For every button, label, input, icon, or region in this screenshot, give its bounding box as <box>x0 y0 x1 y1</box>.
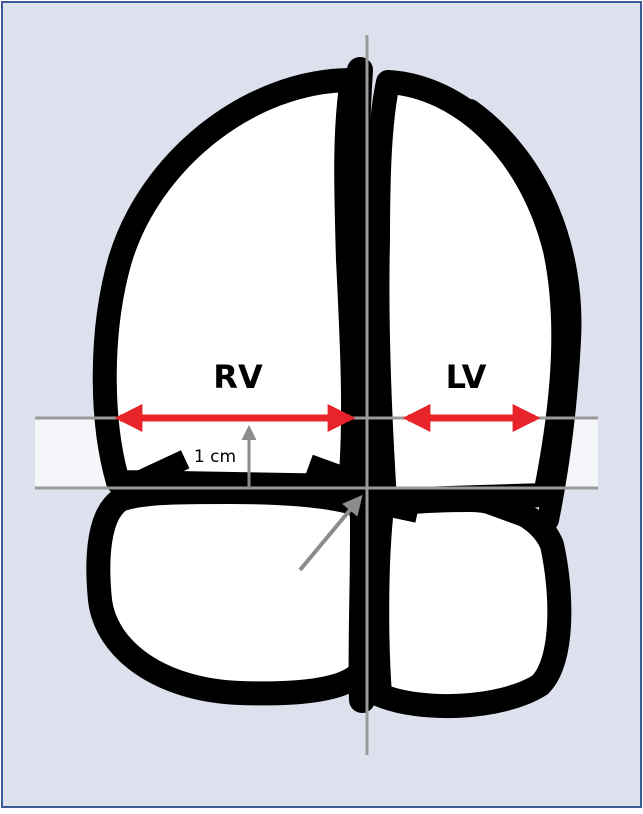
left-ventricle-lateral-wall <box>459 99 582 531</box>
scale-label: 1 cm <box>194 447 236 467</box>
left-atrium <box>365 488 572 719</box>
lv-label: LV <box>446 358 487 396</box>
interventricular-septum <box>342 57 376 713</box>
rv-label: RV <box>213 358 263 396</box>
pointer-arrow <box>298 494 363 572</box>
mitral-leaflet-septal <box>370 493 420 523</box>
tricuspid-leaflet-septal <box>305 454 357 490</box>
right-atrium <box>86 480 380 706</box>
mitral-leaflet-lateral <box>474 490 536 530</box>
tricuspid-leaflet-lateral <box>126 450 190 494</box>
